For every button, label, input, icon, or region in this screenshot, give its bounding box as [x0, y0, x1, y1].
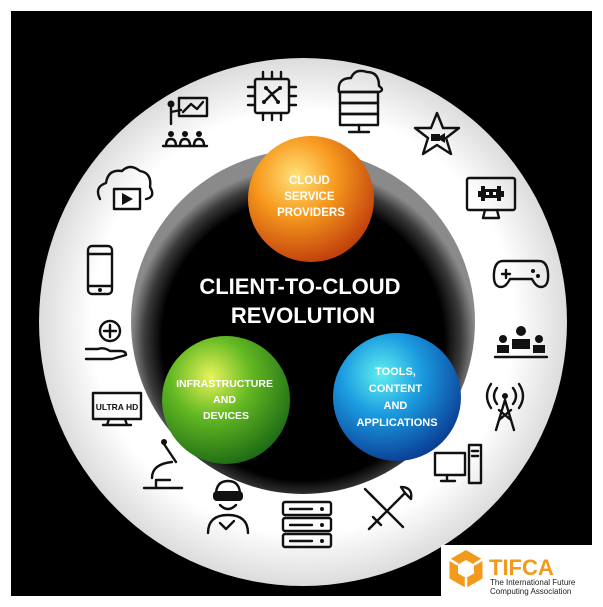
- vr-headset-user-icon: [206, 479, 250, 535]
- bubble-infra-line-2: AND: [213, 394, 236, 406]
- bubble-infra-circle: [162, 336, 290, 464]
- ultra-hd-text: ULTRA HD: [96, 402, 139, 412]
- robot-team-icon: [493, 326, 549, 359]
- server-cloud-icon: [337, 69, 384, 134]
- tools-wrench-screwdriver-icon: [363, 485, 413, 531]
- bubble-tools-line-4: APPLICATIONS: [356, 417, 437, 429]
- logo-tagline-line-1: The International Future: [490, 578, 576, 587]
- desktop-computer-icon: [433, 443, 483, 485]
- microscope-icon: [142, 439, 184, 490]
- svg-text:INFRASTRUCTURE AND: INFRASTRUCTURE AND DEVICES: [176, 378, 276, 422]
- tifca-hexagon-mark: [448, 550, 484, 588]
- bubble-infra-line-1: INFRASTRUCTURE: [176, 378, 273, 390]
- space-invader-monitor-icon: [465, 176, 517, 220]
- bubble-cloud-line-2: SERVICE: [284, 191, 335, 203]
- center-title-line-1: CLIENT-TO-CLOUD: [199, 274, 400, 299]
- server-rack-icon: [281, 500, 333, 549]
- presentation-audience-icon: [161, 96, 209, 148]
- bubble-cloud-service-providers: CLOUD SERVICE PROVIDERS: [248, 136, 374, 262]
- cloud-video-icon: [96, 165, 154, 211]
- circuit-chip-icon: [246, 70, 298, 122]
- svg-text:CLOUD SERVICE PROV: CLOUD SERVICE PROVIDERS: [277, 175, 345, 219]
- bubble-cloud-circle: [248, 136, 374, 262]
- bubble-tools-content-applications: TOOLS, CONTENT AND APPLICATIONS: [333, 333, 461, 461]
- bubble-cloud-line-1: CLOUD: [289, 175, 330, 187]
- ultra-hd-tv-icon: ULTRA HD: [91, 391, 143, 427]
- bubble-tools-circle: [333, 333, 461, 461]
- center-title-line-2: REVOLUTION: [231, 303, 375, 328]
- tifca-logo: TIFCA The International Future Computing…: [441, 545, 592, 596]
- center-title: CLIENT-TO-CLOUD REVOLUTION: [199, 274, 406, 328]
- bubble-tools-line-2: CONTENT: [369, 383, 422, 395]
- star-camera-icon: [413, 111, 461, 156]
- logo-tagline-line-2: Computing Association: [490, 587, 571, 596]
- signal-tower-icon: [485, 382, 525, 432]
- smartphone-icon: [86, 244, 114, 296]
- bubble-cloud-line-3: PROVIDERS: [277, 207, 345, 219]
- bubble-tools-line-1: TOOLS,: [375, 366, 416, 378]
- gamepad-icon: [492, 259, 550, 289]
- health-hand-icon: [84, 319, 128, 361]
- logo-tagline: The International Future Computing Assoc…: [490, 578, 578, 596]
- bubble-tools-line-3: AND: [384, 400, 408, 412]
- svg-text:TOOLS, CONTENT AND: TOOLS, CONTENT AND APPLICATIONS: [356, 366, 437, 429]
- bubble-infra-line-3: DEVICES: [203, 410, 249, 422]
- logo-name: TIFCA: [489, 555, 554, 580]
- bubble-infrastructure-devices: INFRASTRUCTURE AND DEVICES: [162, 336, 290, 464]
